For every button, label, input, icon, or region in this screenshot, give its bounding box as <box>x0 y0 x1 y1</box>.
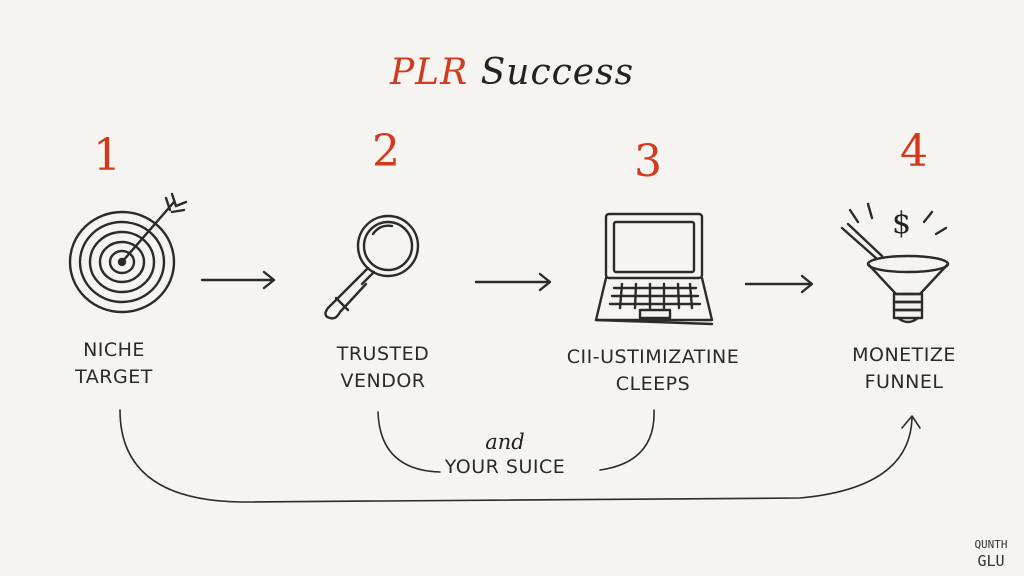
step-2-label-line2: VENDOR <box>340 370 426 392</box>
step-1-label: NICHE TARGET <box>4 337 224 391</box>
step-3-label-line1: CII-USTIMIZATINE <box>566 346 740 368</box>
target-icon <box>68 192 188 314</box>
title-accent: PLR <box>389 52 469 93</box>
funnel-dollar-icon <box>840 202 950 324</box>
arrow-1-to-2-icon <box>200 270 276 290</box>
arrow-3-to-4-icon <box>744 274 814 294</box>
connector-your-suice-text: YOUR SUICE <box>444 456 566 478</box>
step-1-label-line1: NICHE <box>83 339 145 361</box>
step-3-number: 3 <box>634 136 662 187</box>
step-3-label-line2: CLEEPS <box>615 373 691 395</box>
step-4-number: 4 <box>900 126 928 177</box>
connector-and-text: and <box>485 430 525 454</box>
title-rest: Success <box>480 52 635 93</box>
step-2-number: 2 <box>372 126 400 177</box>
magnifier-icon <box>324 214 420 320</box>
laptop-icon <box>594 212 714 326</box>
page-title: PLR Success <box>0 52 1024 93</box>
step-3-label: CII-USTIMIZATINE CLEEPS <box>543 344 763 398</box>
step-4-label-line1: MONETIZE <box>852 344 956 366</box>
step-1-label-line2: TARGET <box>75 366 153 388</box>
step-4-label-line2: FUNNEL <box>864 371 944 393</box>
step-4-label: MONETIZE FUNNEL <box>794 342 1014 396</box>
signature-line1: QUNTH <box>974 538 1008 551</box>
signature-line2: GLU <box>977 552 1005 570</box>
step-2-label-line1: TRUSTED <box>336 343 430 365</box>
dollar-sign-icon: $ <box>892 206 912 241</box>
signature-mark: QUNTH GLU <box>966 536 1016 570</box>
step-2-label: TRUSTED VENDOR <box>273 341 493 395</box>
arrow-2-to-3-icon <box>474 272 552 292</box>
step-1-number: 1 <box>93 130 121 181</box>
